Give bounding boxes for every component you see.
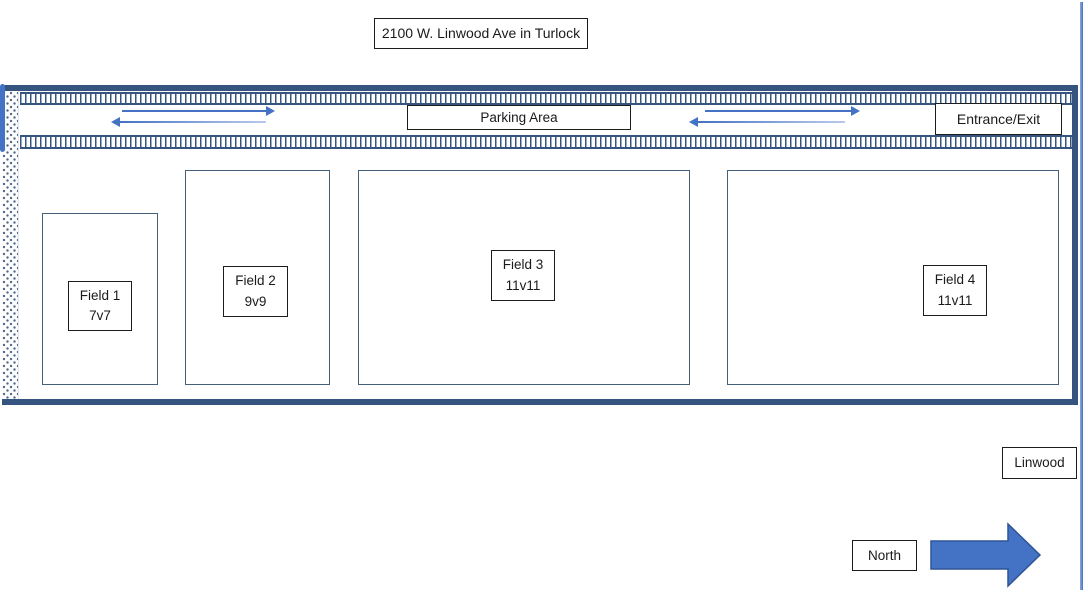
field-3-label-box: Field 3 11v11: [490, 250, 556, 301]
dotted-fence-strip-icon: [2, 91, 19, 399]
traffic-arrow-west-east-icon: [689, 117, 845, 127]
north-label: North: [867, 547, 901, 563]
north-label-box: North: [852, 540, 917, 571]
parking-stalls-top-icon: [20, 92, 1072, 105]
field-4-size: 11v11: [937, 292, 973, 308]
field-1-area: Field 1 7v7: [42, 213, 158, 385]
field-1-size: 7v7: [89, 308, 111, 323]
field-3-name: Field 3: [502, 257, 544, 273]
linwood-street-label: Linwood: [1014, 455, 1065, 471]
parking-area-label-box: Parking Area: [407, 105, 631, 130]
page-edge-line: [1080, 2, 1083, 590]
traffic-arrow-east-east-icon: [705, 106, 860, 116]
entrance-exit-label: Entrance/Exit: [956, 110, 1041, 127]
linwood-street-label-box: Linwood: [1002, 447, 1077, 479]
parking-area-label: Parking Area: [480, 109, 558, 125]
field-2-label-box: Field 2 9v9: [223, 266, 288, 317]
north-direction-arrow-icon: [930, 522, 1042, 588]
entrance-exit-label-box: Entrance/Exit: [935, 103, 1062, 135]
field-1-name: Field 1: [79, 287, 121, 303]
traffic-arrow-west-west-icon: [111, 117, 266, 127]
field-1-label-box: Field 1 7v7: [67, 280, 133, 332]
field-3-area: Field 3 11v11: [358, 170, 690, 385]
left-marker-capsule-icon: [0, 84, 5, 152]
field-2-name: Field 2: [235, 273, 276, 289]
address-title: 2100 W. Linwood Ave in Turlock: [381, 25, 581, 42]
field-2-size: 9v9: [244, 293, 267, 309]
field-3-size: 11v11: [505, 277, 541, 293]
facility-boundary: [2, 85, 1078, 405]
field-4-name: Field 4: [934, 272, 976, 288]
field-2-area: Field 2 9v9: [185, 170, 330, 385]
address-title-box: 2100 W. Linwood Ave in Turlock: [374, 18, 588, 49]
field-4-label-box: Field 4 11v11: [922, 265, 988, 316]
parking-stalls-bottom-icon: [20, 135, 1072, 149]
field-4-area: Field 4 11v11: [727, 170, 1059, 385]
traffic-arrow-east-west-icon: [122, 106, 275, 116]
